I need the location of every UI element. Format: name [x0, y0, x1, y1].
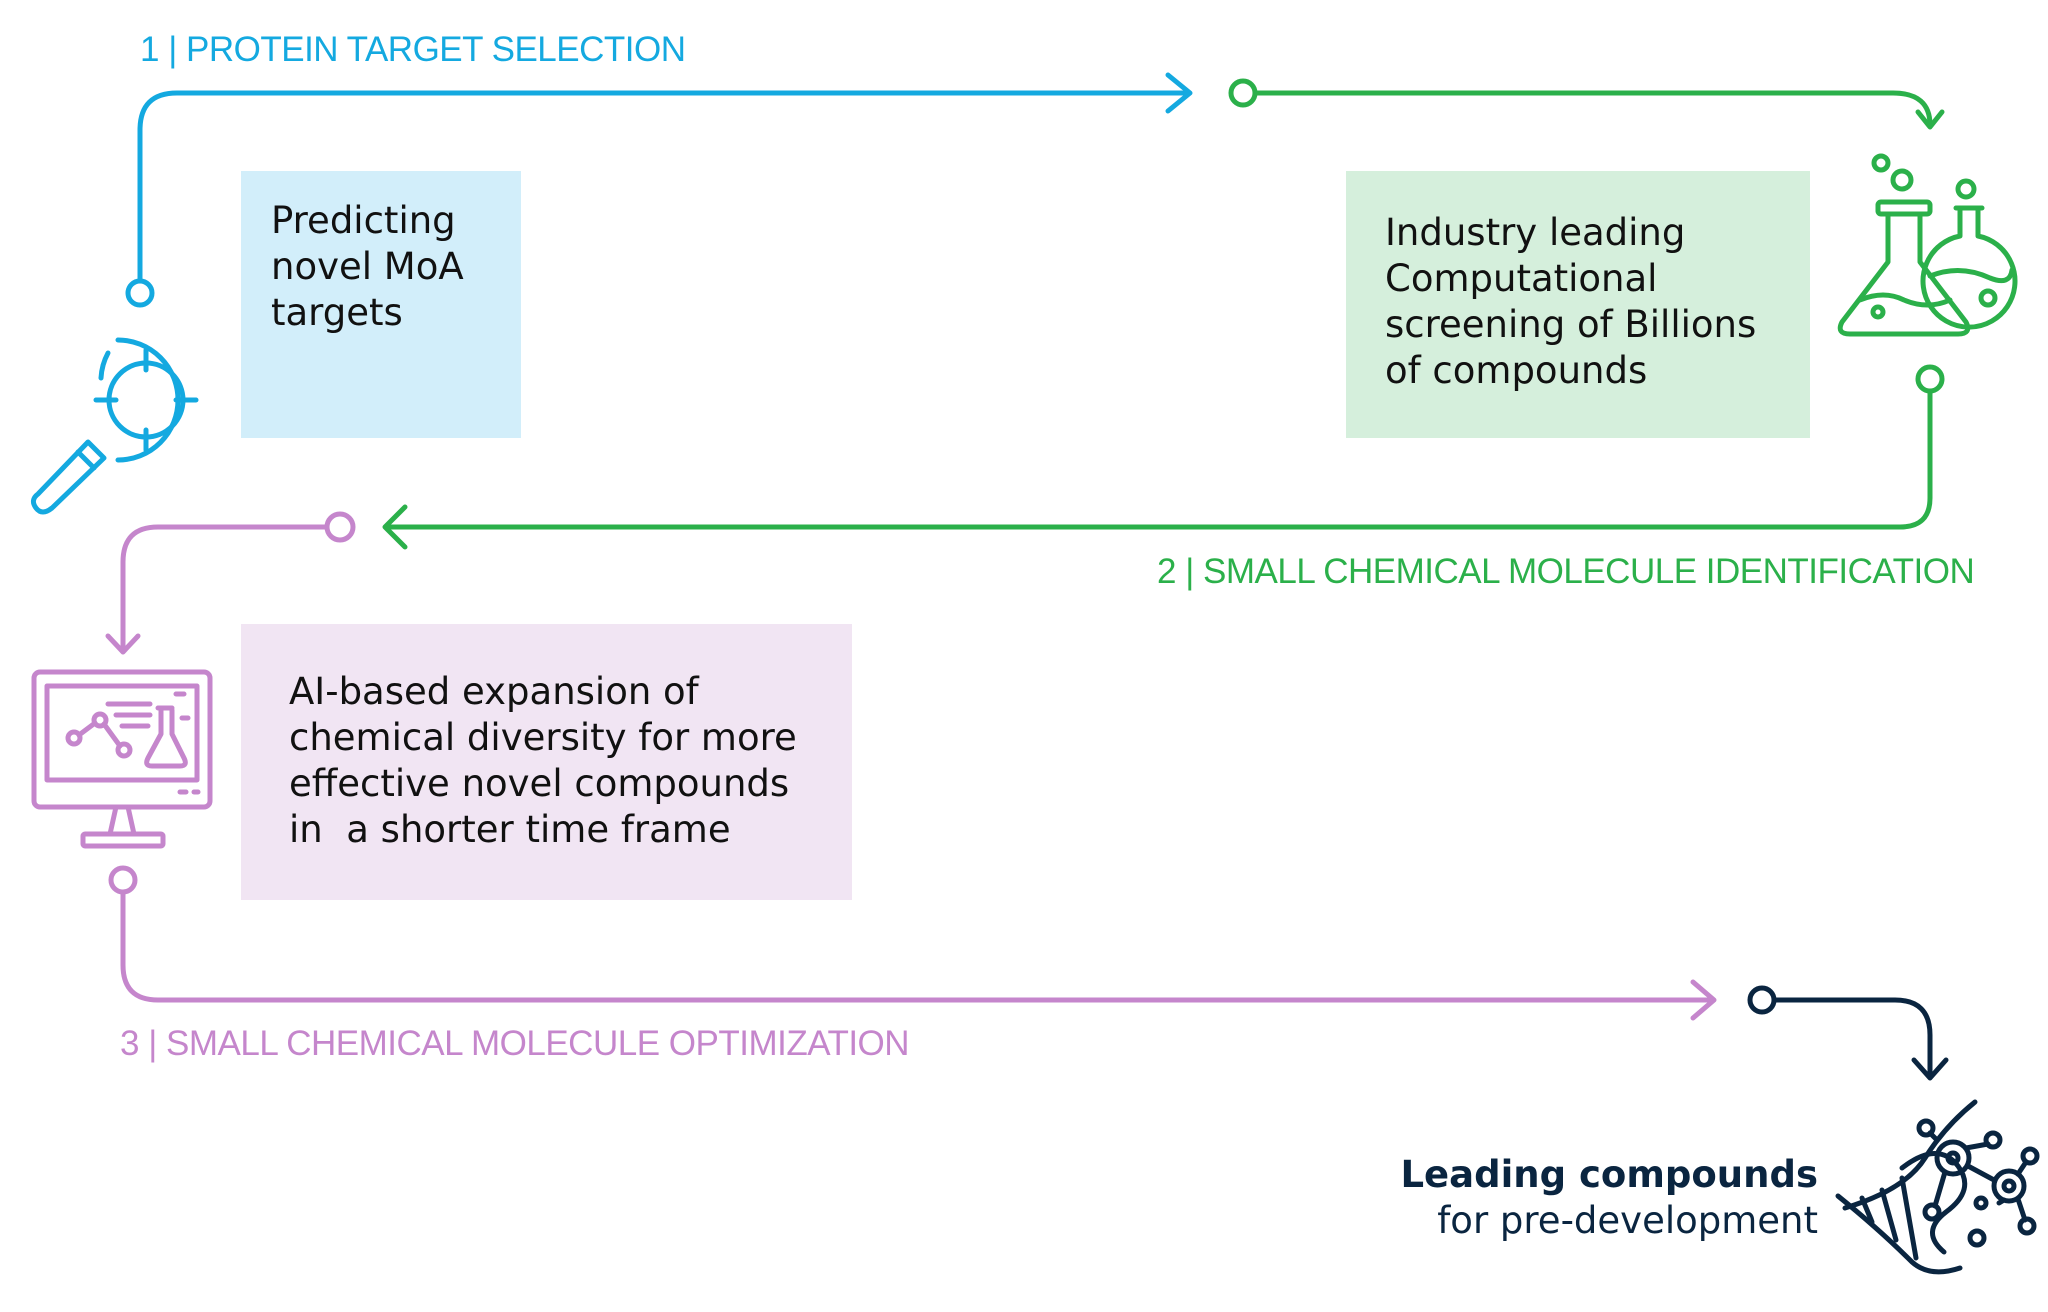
stage-3-description-line: AI-based expansion of [289, 670, 699, 713]
stage-3-description-line: chemical diversity for more [289, 716, 797, 759]
outcome-text: Leading compounds for pre-development [1400, 1152, 1818, 1244]
lab-flasks-icon [1837, 153, 2018, 337]
stage-1-description-line: Predicting [271, 199, 456, 242]
stage-1-description-line: novel MoA [271, 245, 464, 288]
stage-3-connector [105, 511, 1717, 1021]
stage-1-label: 1 | PROTEIN TARGET SELECTION [140, 30, 686, 69]
stage-3-box [241, 624, 852, 900]
stage-3-description: AI-based expansion of chemical diversity… [289, 669, 849, 853]
outcome-subtitle: for pre-development [1437, 1199, 1818, 1242]
stage-2-connector [382, 78, 1945, 550]
stage-2-description-line: Computational [1385, 257, 1658, 300]
stage-2-description: Industry leading Computational screening… [1385, 210, 1805, 394]
stage-2-label: 2 | SMALL CHEMICAL MOLECULE IDENTIFICATI… [1157, 552, 1975, 591]
stage-2-description-line: Industry leading [1385, 211, 1686, 254]
stage-1-description: Predicting novel MoA targets [271, 198, 521, 336]
stage-2-description-line: screening of Billions [1385, 303, 1757, 346]
stage-2-box [1346, 171, 1810, 438]
stage-1-description-line: targets [271, 291, 403, 334]
stage-1-connector [125, 72, 1193, 308]
molecule-dna-icon [1835, 1099, 2040, 1275]
outcome-connector [1747, 985, 1949, 1081]
stage-3-description-line: effective novel compounds [289, 762, 790, 805]
stage-3-description-line: in a shorter time frame [289, 808, 731, 851]
stage-3-label: 3 | SMALL CHEMICAL MOLECULE OPTIMIZATION [120, 1024, 910, 1063]
stage-2-description-line: of compounds [1385, 349, 1648, 392]
magnifier-target-icon [30, 337, 199, 515]
outcome-title: Leading compounds [1400, 1153, 1818, 1196]
computer-chemistry-icon [31, 669, 213, 849]
stage-1-box [241, 171, 521, 438]
